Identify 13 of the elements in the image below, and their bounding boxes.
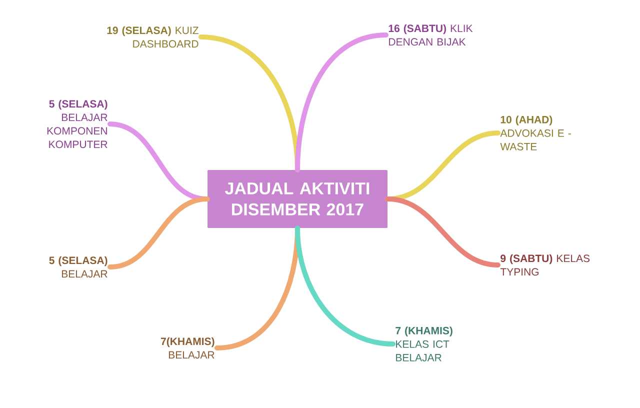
branch-line — [295, 226, 396, 346]
topic-box: JADUAL AKTIVITI DISEMBER 2017 — [208, 170, 388, 228]
branch-label: 5 (SELASA) BELAJAR — [49, 256, 108, 278]
branch-label: 5 (SELASA) BELAJAR KOMPONEN KOMPUTER — [47, 100, 108, 148]
branch-label: 19 (SELASA) KUIZ DASHBOARD — [107, 26, 198, 48]
branch-line — [108, 196, 210, 270]
branch-label: 9 (SABTU) KELAS TYPING — [500, 254, 590, 276]
branch-label: 7(KHAMIS) BELAJAR — [161, 337, 214, 359]
branch-line — [385, 196, 500, 268]
branch-line — [295, 32, 388, 172]
branch-label: 7 (KHAMIS) KELAS ICT BELAJAR — [396, 326, 452, 362]
branch-label: 10 (AHAD) ADVOKASI E - WASTE — [500, 116, 571, 150]
branch-label: 16 (SABTU) KLIK DENGAN BIJAK — [388, 24, 473, 46]
